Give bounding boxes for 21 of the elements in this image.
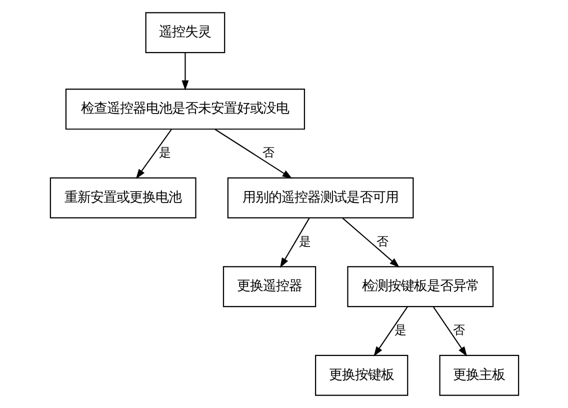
edge-label: 是 [394, 323, 406, 338]
edge-label: 是 [298, 234, 311, 248]
node-box: 检查遥控器电池是否未安置好或没电 [64, 88, 305, 130]
arrow [135, 129, 172, 180]
arrow [181, 52, 188, 90]
node-box: 更换主板 [438, 354, 519, 396]
edge-label: 是 [158, 146, 171, 160]
edge-label: 否 [376, 234, 388, 248]
node-box: 遥控失灵 [144, 12, 225, 54]
edge-label: 否 [262, 146, 274, 160]
arrow [342, 218, 400, 268]
arrow [432, 306, 467, 357]
edge-label: 否 [452, 323, 465, 338]
arrow [373, 306, 408, 357]
node-box: 重新安置或更换电池 [49, 177, 196, 218]
arrow [279, 218, 310, 268]
node-box: 更换遥控器 [222, 266, 316, 308]
node-box: 检测按键板是否异常 [346, 266, 494, 308]
node-box: 用别的遥控器测试是否可用 [226, 177, 414, 218]
arrow [214, 128, 292, 179]
node-box: 更换按键板 [314, 354, 408, 396]
